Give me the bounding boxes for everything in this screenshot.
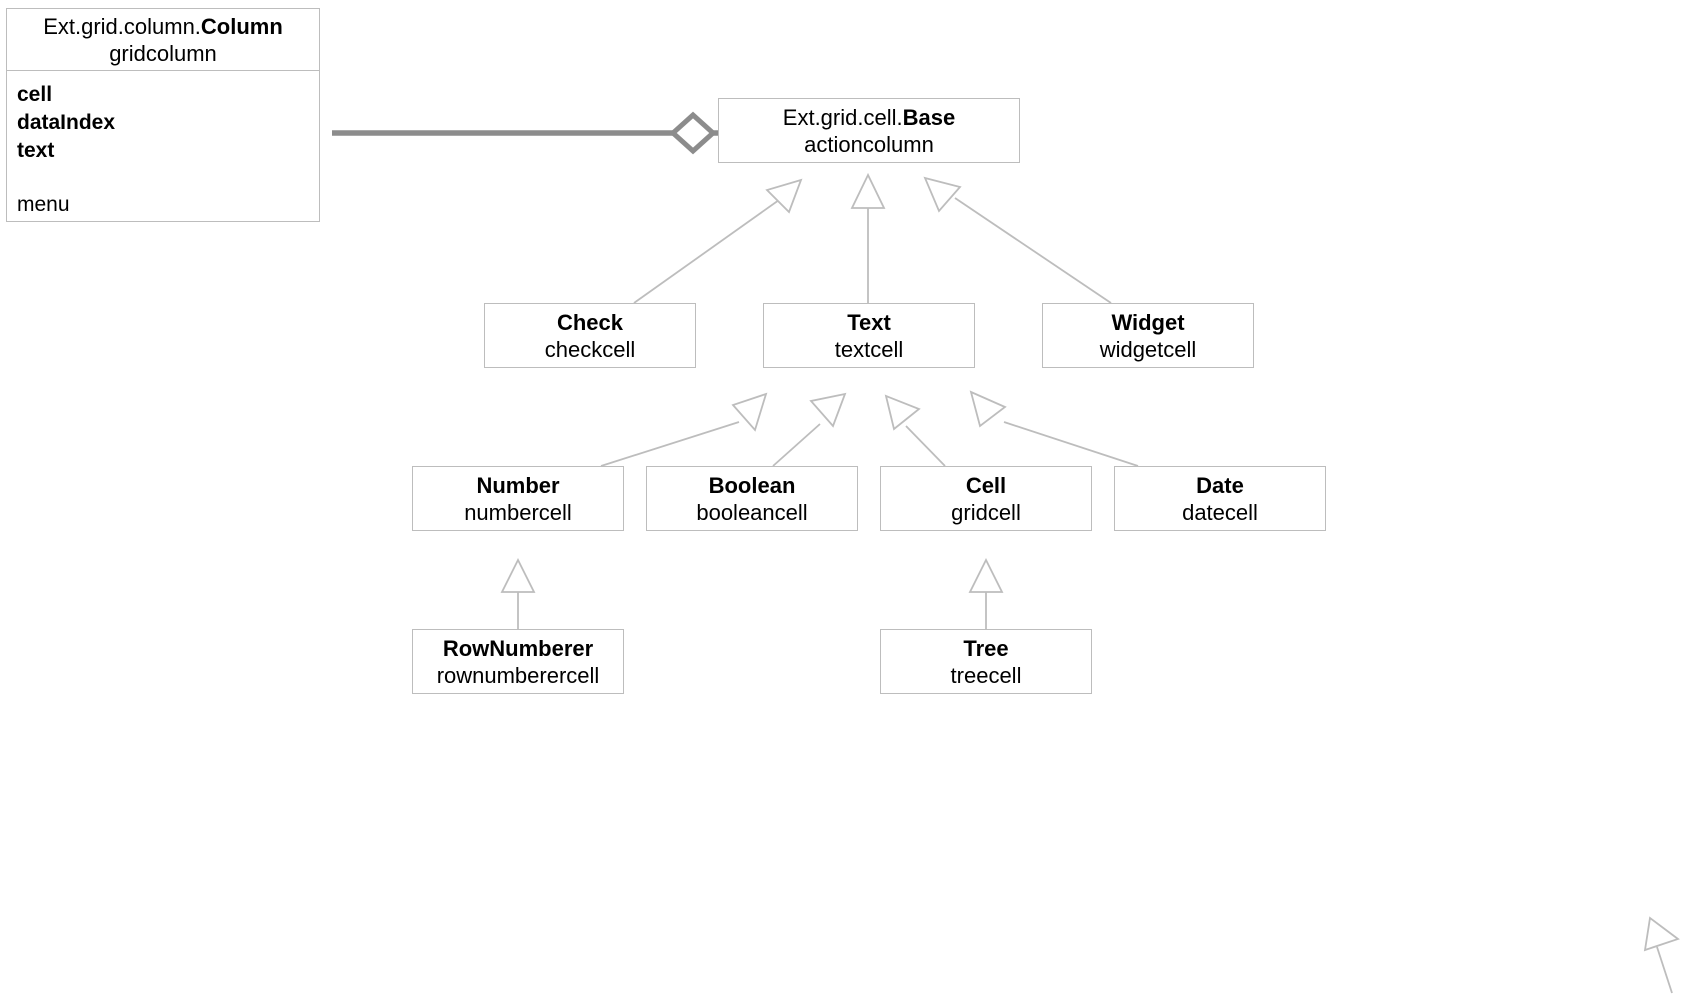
class-box-cell-name: Cell: [965, 472, 1007, 498]
edge-text-to-base: [850, 172, 886, 303]
edge-date-to-text: [969, 390, 1139, 467]
class-box-tree-alias: treecell: [950, 662, 1022, 688]
generalization-line: [600, 421, 740, 467]
generalization-arrowhead-icon: [1643, 916, 1680, 952]
class-box-tree-name: Tree: [963, 635, 1009, 661]
class-box-tree[interactable]: Tree treecell: [880, 629, 1092, 694]
class-box-column-attributes: cell dataIndex text menu: [7, 71, 319, 219]
attribute-text: text: [17, 139, 55, 162]
generalization-arrowhead-icon: [765, 178, 803, 214]
class-box-base[interactable]: Ext.grid.cell.Base actioncolumn: [718, 98, 1020, 163]
generalization-arrowhead-icon: [969, 390, 1007, 428]
class-box-number[interactable]: Number numbercell: [412, 466, 624, 531]
attribute-dataindex: dataIndex: [17, 111, 116, 134]
class-box-column-header: Ext.grid.column.Column gridcolumn: [7, 9, 319, 71]
class-box-text[interactable]: Text textcell: [763, 303, 975, 368]
class-box-cell-alias: gridcell: [951, 499, 1021, 525]
generalization-arrowhead-icon: [809, 392, 847, 428]
generalization-line: [1656, 946, 1673, 994]
generalization-arrowhead-icon: [731, 392, 768, 432]
generalization-arrowhead-icon: [500, 557, 536, 593]
class-box-column-alias: gridcolumn: [109, 40, 217, 66]
edge-check-to-base: [633, 178, 803, 304]
class-box-column[interactable]: Ext.grid.column.Column gridcolumn cell d…: [6, 8, 320, 222]
generalization-arrowhead-icon: [923, 176, 962, 213]
class-box-column-name: Ext.grid.column.Column: [43, 13, 283, 40]
generalization-line: [905, 425, 946, 467]
class-box-widget-name: Widget: [1111, 309, 1185, 335]
class-box-boolean-name: Boolean: [708, 472, 796, 498]
generalization-line: [954, 197, 1112, 304]
config-menu: menu: [17, 193, 70, 216]
edge-cell-to-text: [884, 394, 946, 467]
class-box-base-alias: actioncolumn: [804, 131, 934, 157]
edge-column-to-base: [332, 111, 718, 155]
class-box-rownumberer[interactable]: RowNumberer rownumberercell: [412, 629, 624, 694]
class-box-column-name-bold: Column: [200, 13, 283, 39]
class-box-base-name-bold: Base: [902, 104, 956, 130]
edge-tree-to-cell: [968, 557, 1004, 629]
class-box-check[interactable]: Check checkcell: [484, 303, 696, 368]
class-box-rownumberer-name: RowNumberer: [442, 635, 594, 661]
edge-rownumberer-to-number: [500, 557, 536, 629]
class-box-date[interactable]: Date datecell: [1114, 466, 1326, 531]
generalization-line: [772, 423, 821, 467]
class-box-widget[interactable]: Widget widgetcell: [1042, 303, 1254, 368]
class-box-number-name: Number: [476, 472, 560, 498]
class-box-column-name-prefix: Ext.grid.column.: [43, 13, 201, 39]
class-box-base-name: Ext.grid.cell.Base: [783, 104, 955, 131]
class-box-rownumberer-alias: rownumberercell: [436, 662, 600, 688]
class-box-boolean-alias: booleancell: [696, 499, 808, 525]
class-box-date-name: Date: [1196, 472, 1244, 498]
edge-widget-to-base: [923, 176, 1112, 304]
aggregation-diamond-icon: [669, 111, 717, 155]
edge-offscreen-partial: [1643, 916, 1680, 994]
attribute-cell: cell: [17, 83, 53, 106]
class-box-boolean[interactable]: Boolean booleancell: [646, 466, 858, 531]
class-box-cell[interactable]: Cell gridcell: [880, 466, 1092, 531]
class-box-base-name-prefix: Ext.grid.cell.: [782, 104, 903, 130]
generalization-arrowhead-icon: [968, 557, 1004, 593]
class-box-widget-alias: widgetcell: [1099, 336, 1197, 362]
class-box-text-alias: textcell: [834, 336, 904, 362]
class-box-text-name: Text: [847, 309, 891, 335]
edge-number-to-text: [600, 392, 768, 467]
generalization-arrowhead-icon: [884, 394, 921, 431]
class-box-check-name: Check: [556, 309, 624, 335]
class-box-date-alias: datecell: [1182, 499, 1258, 525]
class-box-check-alias: checkcell: [544, 336, 636, 362]
generalization-line: [1003, 421, 1139, 467]
class-box-number-alias: numbercell: [464, 499, 572, 525]
generalization-line: [633, 199, 780, 304]
generalization-arrowhead-icon: [850, 172, 886, 209]
edge-boolean-to-text: [772, 392, 847, 467]
